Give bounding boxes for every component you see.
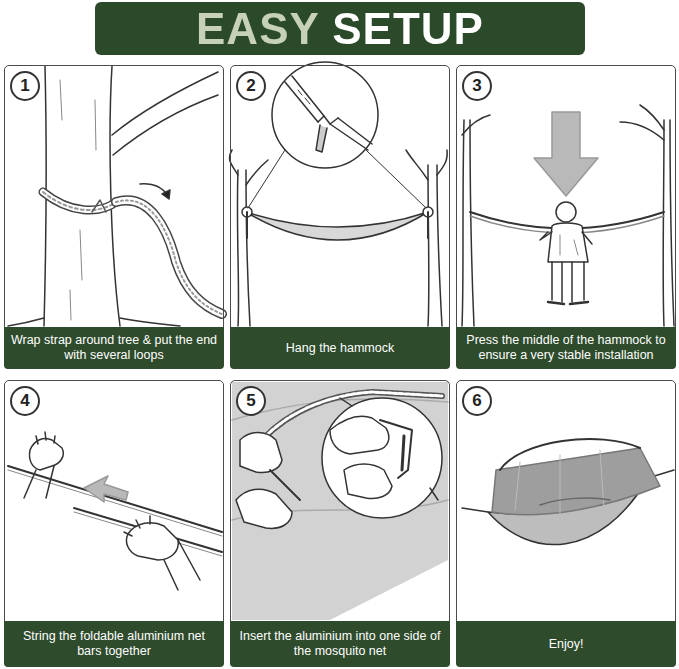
illustration-path xyxy=(240,433,282,473)
caption-band: Enjoy! xyxy=(456,621,676,667)
step-number: 6 xyxy=(472,391,481,411)
illustration-path xyxy=(500,439,640,470)
illustration-path xyxy=(406,150,447,180)
illustration-path xyxy=(246,212,428,240)
caption-band: Insert the aluminium into one side of th… xyxy=(230,621,450,667)
illustration-path xyxy=(462,508,488,512)
illustration-path xyxy=(124,516,150,536)
step-caption: Insert the aluminium into one side of th… xyxy=(230,629,450,659)
illustration-path xyxy=(548,302,588,304)
illustration-path xyxy=(36,432,55,444)
illustration-path xyxy=(8,470,222,536)
illustration-path xyxy=(8,318,180,326)
step-caption: Press the middle of the hammock to ensur… xyxy=(456,333,676,363)
finished-hammock-illustration xyxy=(462,439,674,545)
step-number: 1 xyxy=(20,76,29,96)
illustration-path xyxy=(236,489,292,528)
title-text: EASY SETUP xyxy=(196,4,484,54)
step-number: 5 xyxy=(246,391,255,411)
step-caption: Wrap strap around tree & put the end wit… xyxy=(4,333,224,363)
illustration-path xyxy=(548,223,588,262)
net-bars-illustration xyxy=(8,432,222,590)
illustration-path xyxy=(540,232,592,244)
illustration-path xyxy=(428,165,442,326)
illustration-path xyxy=(116,200,222,314)
illustration-path xyxy=(344,464,392,499)
title-bar: EASY SETUP xyxy=(95,2,585,55)
hang-hammock-illustration xyxy=(230,62,448,326)
illustration-path xyxy=(340,398,438,500)
step-number-circle: 6 xyxy=(462,386,492,416)
caption-band: String the foldable aluminium net bars t… xyxy=(4,621,224,667)
illustration-path xyxy=(116,200,222,314)
step-caption: String the foldable aluminium net bars t… xyxy=(4,629,224,659)
illustration-path xyxy=(29,438,63,470)
step-caption: Hang the hammock xyxy=(280,341,400,356)
illustration-path xyxy=(540,498,610,505)
illustration-path xyxy=(560,235,578,255)
illustration-path xyxy=(270,470,300,500)
illustration-path xyxy=(92,200,106,212)
illustration-path xyxy=(663,120,674,326)
step-panel: Press the middle of the hammock to ensur… xyxy=(456,65,676,369)
illustration-path xyxy=(462,120,474,326)
step-panel: Insert the aluminium into one side of th… xyxy=(230,380,450,667)
tree-strap-illustration xyxy=(8,66,222,326)
illustration-path xyxy=(110,66,120,326)
caption-band: Wrap strap around tree & put the end wit… xyxy=(4,327,224,369)
illustration-path xyxy=(43,192,116,210)
illustration-path xyxy=(330,118,372,150)
illustration-path xyxy=(60,80,96,320)
illustration-path xyxy=(84,476,128,502)
insert-pole-illustration xyxy=(232,382,448,620)
press-middle-illustration xyxy=(462,105,674,326)
illustration-path xyxy=(298,90,310,104)
step-number-circle: 1 xyxy=(10,71,40,101)
illustration-path xyxy=(402,436,404,470)
illustration-circle xyxy=(322,398,442,518)
illustration-path xyxy=(164,540,200,590)
step-panel: String the foldable aluminium net bars t… xyxy=(4,380,224,667)
step-number-circle: 5 xyxy=(236,386,266,416)
step-caption: Enjoy! xyxy=(543,637,590,652)
step-panel: Enjoy! 6 xyxy=(456,380,676,667)
illustration-path xyxy=(462,115,490,135)
step-panel: Hang the hammock 2 xyxy=(230,65,450,369)
illustration-path xyxy=(620,105,664,140)
illustration-path xyxy=(552,262,584,302)
illustration-path xyxy=(247,212,428,238)
illustration-path xyxy=(330,417,389,455)
illustration-path xyxy=(43,192,116,210)
illustration-path xyxy=(380,420,412,478)
illustration-path xyxy=(112,72,218,135)
illustration-circle xyxy=(556,202,576,222)
step-number-circle: 3 xyxy=(462,71,492,101)
step-number: 3 xyxy=(472,76,481,96)
illustration-circle xyxy=(272,62,378,168)
illustration-path xyxy=(116,200,222,314)
illustration-path xyxy=(534,112,598,196)
illustration-path xyxy=(237,170,250,326)
illustration-path xyxy=(8,466,222,532)
caption-band: Hang the hammock xyxy=(230,327,450,369)
illustration-path xyxy=(316,125,327,152)
step-number: 4 xyxy=(20,391,29,411)
illustration-path xyxy=(492,448,660,515)
illustration-path xyxy=(43,192,116,210)
step-number-circle: 2 xyxy=(236,71,266,101)
illustration-path xyxy=(230,150,268,185)
step-number: 2 xyxy=(246,76,255,96)
illustration-path xyxy=(113,95,218,155)
step-panel: Wrap strap around tree & put the end wit… xyxy=(4,65,224,369)
caption-band: Press the middle of the hammock to ensur… xyxy=(456,327,676,369)
illustration-path xyxy=(285,76,324,122)
illustration-path xyxy=(126,523,178,560)
illustration-path xyxy=(162,190,170,199)
illustration-path xyxy=(24,466,54,498)
illustration-path xyxy=(515,450,604,518)
illustration-path xyxy=(318,116,338,124)
step-number-circle: 4 xyxy=(10,386,40,416)
illustration-path xyxy=(232,382,448,620)
